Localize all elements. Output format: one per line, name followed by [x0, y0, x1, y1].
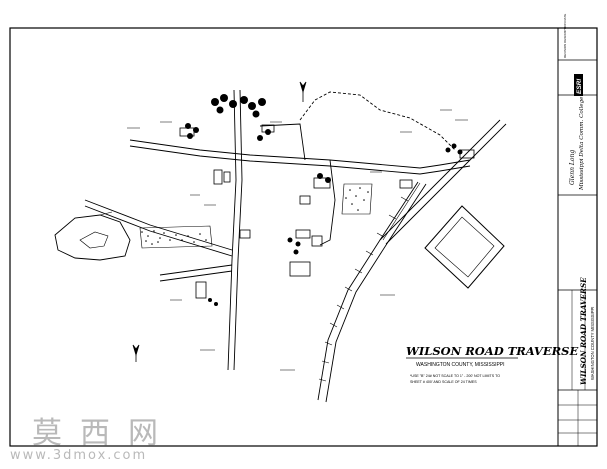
logo-text: ESRI — [576, 79, 583, 94]
west-road — [84, 199, 233, 257]
author-name: Glenn Long — [569, 150, 576, 185]
wooded-area — [141, 187, 369, 245]
map-annotations — [99, 109, 468, 371]
drawing-location: WASHINGTON COUNTY, MISSISSIPPI — [416, 362, 505, 368]
project-title: WILSON ROAD TRAVERSE — [579, 277, 588, 385]
lake-outline — [54, 214, 131, 261]
railroad — [317, 181, 427, 403]
wilson-road — [129, 139, 471, 175]
buildings — [179, 124, 475, 299]
project-location: WASHINGTON COUNTY MISSISSIPPI — [590, 307, 595, 380]
east-lot — [424, 205, 505, 289]
tree-cluster — [185, 94, 463, 306]
southwest-road — [159, 264, 233, 276]
field-boundary-north — [299, 91, 456, 151]
scale-note-1: *USE "B" 24# NOT SCALE TO 1" - 200' NOT … — [410, 374, 500, 378]
field-boundary-3 — [319, 159, 336, 246]
scale-note-2: SHEET # 400' AND SCALE OF 24 TIMES — [410, 380, 477, 384]
northeast-road-2 — [385, 123, 507, 245]
title-block — [557, 27, 598, 447]
southwest-road-2 — [159, 270, 233, 282]
organization-name: Mississippi Delta Comm. College — [579, 96, 585, 191]
north-south-road — [227, 89, 243, 371]
esri-logo-icon: ESRI — [574, 74, 583, 96]
revision-header: REVISION DESCRIPTION DATE — [563, 14, 567, 58]
northeast-road — [379, 119, 501, 241]
north-arrow-icon — [132, 81, 307, 362]
drawing-title: WILSON ROAD TRAVERSE — [406, 344, 578, 358]
site-map — [54, 81, 507, 403]
